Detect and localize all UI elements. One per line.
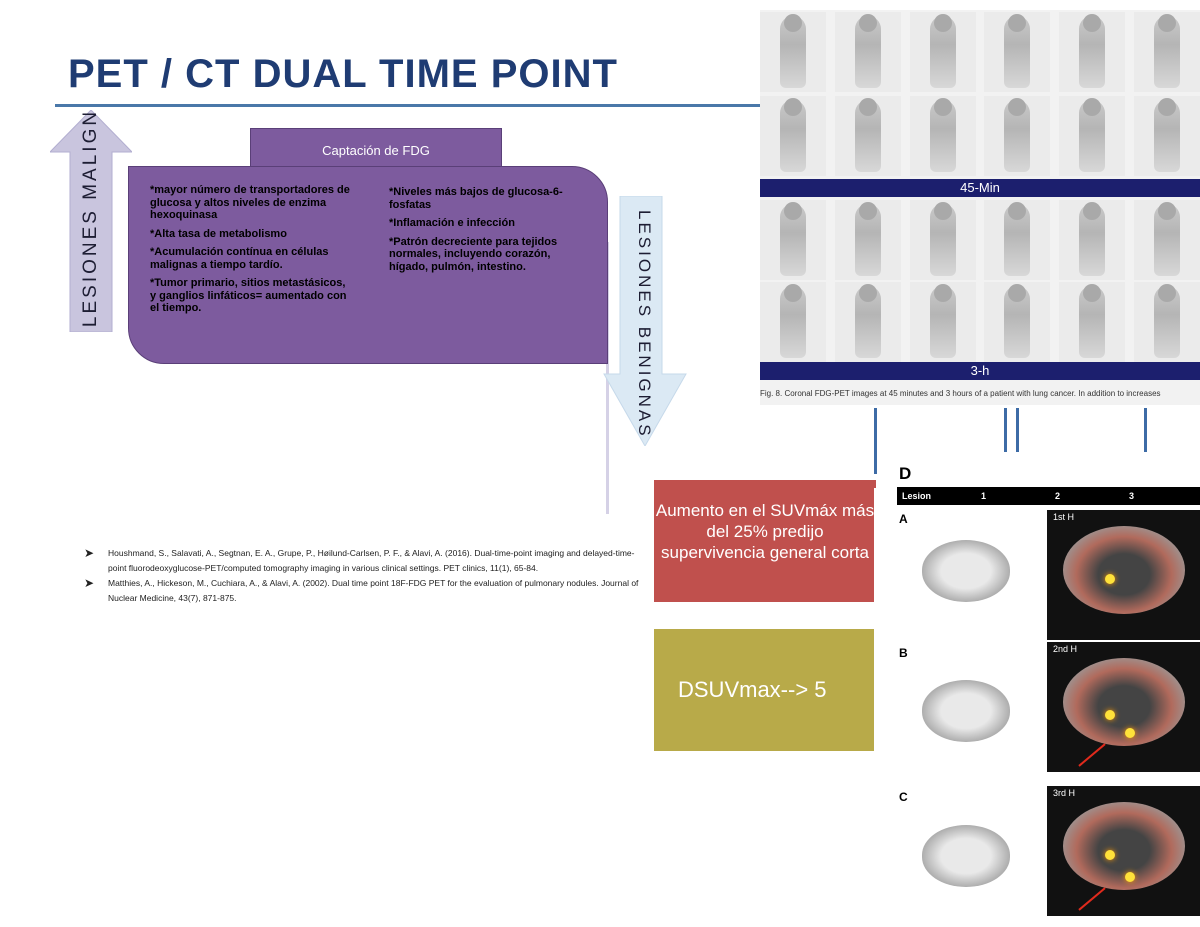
arrow-down-icon	[603, 196, 687, 446]
connector-line	[1004, 408, 1007, 452]
pet-time-bar: 45-Min	[760, 179, 1200, 197]
bullet-item: *Inflamación e infección	[389, 217, 515, 229]
delta-suvmax-box: DSUVmax--> 5	[654, 629, 876, 751]
bullet-item: *Acumulación contínua en células maligna…	[150, 246, 329, 271]
row-label: B	[899, 646, 908, 660]
pet-image-cell	[834, 200, 901, 280]
pet-image-cell	[834, 96, 901, 176]
connector-line	[1144, 408, 1147, 452]
pet-ct-fusion-image: 2nd H	[1047, 642, 1200, 772]
header-cell: Lesion	[902, 491, 932, 501]
pet-image-cell	[1133, 96, 1200, 176]
pet-image-cell	[909, 96, 976, 176]
fdg-uptake-box	[128, 166, 608, 364]
pet-image-row	[760, 12, 1200, 94]
reference-item: ➤ Houshmand, S., Salavati, A., Segtnan, …	[84, 546, 644, 576]
pet-time-bar: 3-h	[760, 362, 1200, 380]
pet-image-cell	[1133, 12, 1200, 92]
pet-figure-caption: Fig. 8. Coronal FDG-PET images at 45 min…	[760, 389, 1161, 398]
pet-image-cell	[760, 12, 826, 92]
pet-image-cell	[760, 282, 826, 362]
pet-image-cell	[909, 282, 976, 362]
pet-image-cell	[834, 282, 901, 362]
pet-ct-fusion-image: 1st H	[1047, 510, 1200, 640]
pet-image-cell	[909, 200, 976, 280]
pet-ct-fusion-image: 3rd H	[1047, 786, 1200, 916]
malignant-bullets: *mayor número de transportadores de gluc…	[150, 184, 350, 321]
pet-image-row	[760, 200, 1200, 282]
malignant-lesions-label: LESIONES MALIGN	[80, 108, 102, 327]
pet-image-cell	[1059, 282, 1126, 362]
reference-item: ➤ Matthies, A., Hickeson, M., Cuchiara, …	[84, 576, 644, 606]
connector-line	[874, 408, 877, 474]
pet-image-cell	[1059, 200, 1126, 280]
red-arrow-icon	[1078, 743, 1106, 767]
ct-header-bar: Lesion 1 2 3	[897, 487, 1200, 505]
pet-image-cell	[984, 200, 1051, 280]
references: ➤ Houshmand, S., Salavati, A., Segtnan, …	[84, 546, 644, 606]
pet-image-cell	[760, 200, 826, 280]
pet-image-cell	[909, 12, 976, 92]
ct-axial-image	[906, 520, 1026, 620]
header-cell: 2	[1055, 491, 1061, 501]
header-cell: 1	[981, 491, 987, 501]
arrow-bullet-icon: ➤	[84, 576, 95, 590]
benign-bullets: *Niveles más bajos de glucosa-6-fosfatas…	[389, 186, 589, 279]
fdg-uptake-tab: Captación de FDG	[250, 128, 502, 170]
row-label: A	[899, 512, 908, 526]
pet-image-cell	[1059, 12, 1126, 92]
pet-image-row	[760, 96, 1200, 178]
pet-image-cell	[834, 12, 901, 92]
pet-image-cell	[984, 282, 1051, 362]
row-label: C	[899, 790, 908, 804]
bullet-item: *mayor número de transportadores de gluc…	[150, 184, 350, 221]
pet-image-cell	[760, 96, 826, 176]
bullet-item: *Niveles más bajos de glucosa-6-fosfatas	[389, 186, 563, 211]
panel-label: D	[899, 464, 912, 483]
bullet-item: *Alta tasa de metabolismo	[150, 227, 287, 240]
pet-image-cell	[984, 96, 1051, 176]
pet-image-cell	[1133, 200, 1200, 280]
arrow-bullet-icon: ➤	[84, 546, 95, 560]
bullet-item: *Tumor primario, sitios metastásicos, y …	[150, 277, 347, 314]
pet-coronal-images: 45-Min 3-h	[760, 10, 1200, 405]
pet-image-cell	[984, 12, 1051, 92]
slide-title: PET / CT DUAL TIME POINT	[68, 52, 618, 96]
red-arrow-icon	[1078, 887, 1106, 911]
header-cell: 3	[1129, 491, 1135, 501]
ct-axial-image	[906, 805, 1026, 905]
title-divider	[55, 104, 765, 107]
connector-line	[1016, 408, 1019, 452]
benign-lesions-label: LESIONES BENIGNAS	[635, 210, 654, 439]
pet-image-cell	[1133, 282, 1200, 362]
arrow-up-icon	[50, 110, 132, 332]
bullet-item: *Patrón decreciente para tejidos normale…	[389, 235, 558, 273]
ct-axial-image	[906, 660, 1026, 760]
suvmax-increase-box: Aumento en el SUVmáx más del 25% predijo…	[654, 480, 876, 602]
pet-image-cell	[1059, 96, 1126, 176]
pet-image-row	[760, 282, 1200, 364]
